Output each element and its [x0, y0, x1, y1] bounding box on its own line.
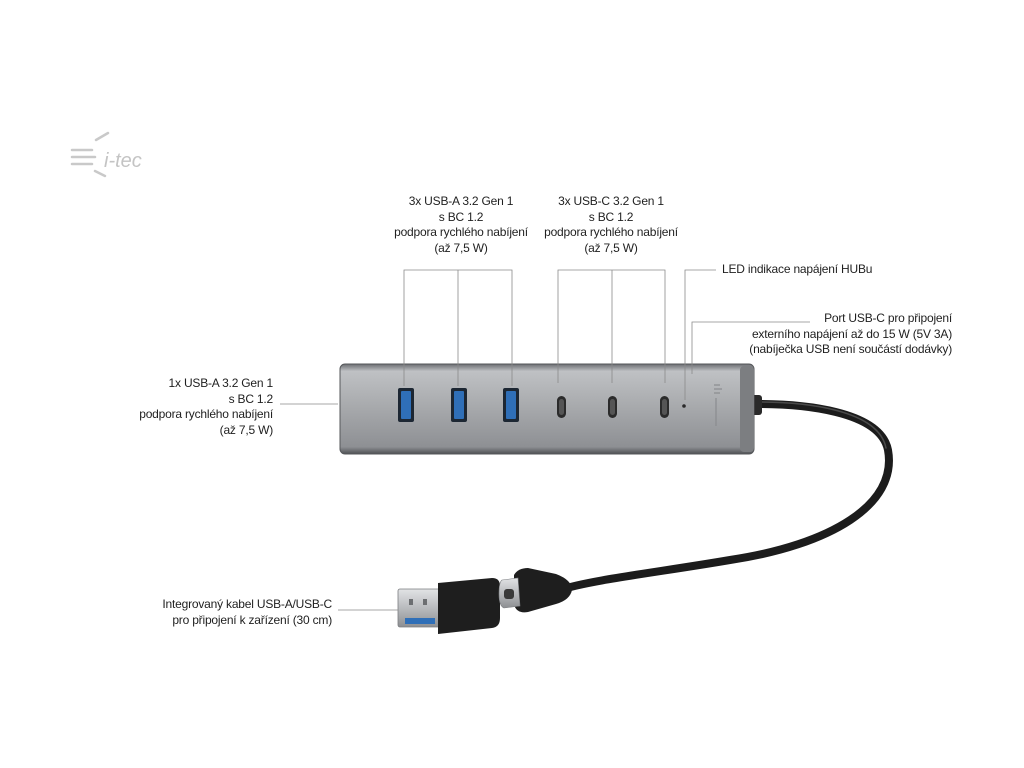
usb-a-usb-c-plug	[397, 568, 572, 634]
i-tec-logo: i-tec	[70, 131, 142, 178]
callout-usb-c-top: 3x USB-C 3.2 Gen 1 s BC 1.2 podpora rych…	[526, 194, 696, 256]
callout-line: s BC 1.2	[228, 391, 274, 406]
callout-line: podpora rychlého nabíjení	[139, 407, 273, 421]
callout-line: (nabíječka USB není součástí dodávky)	[749, 342, 952, 356]
callout-led: LED indikace napájení HUBu	[722, 262, 922, 278]
callout-line: (až 7,5 W)	[219, 422, 274, 437]
hub-logo-emboss	[714, 384, 722, 426]
svg-text:i-tec: i-tec	[104, 150, 142, 172]
integrated-cable	[556, 400, 893, 594]
callout-cable: Integrovaný kabel USB-A/USB-C pro připoj…	[120, 597, 332, 628]
callout-line: 1x USB-A 3.2 Gen 1	[168, 376, 274, 390]
callout-line: (až 7,5 W)	[584, 240, 638, 255]
usb-c-ports	[557, 396, 669, 418]
callout-power-port: Port USB-C pro připojení externího napáj…	[700, 311, 952, 358]
callout-line: podpora rychlého nabíjení	[544, 225, 678, 239]
callout-line: s BC 1.2	[588, 209, 634, 224]
callout-line: Integrovaný kabel USB-A/USB-C	[162, 597, 332, 611]
leader-lines	[280, 269, 810, 611]
callout-line: LED indikace napájení HUBu	[722, 262, 873, 276]
hub-body	[339, 363, 762, 455]
callout-line: externího napájení až do 15 W (5V 3A)	[751, 326, 952, 341]
callout-line: pro připojení k zařízení (30 cm)	[172, 612, 332, 627]
callout-line: 3x USB-A 3.2 Gen 1	[408, 194, 514, 208]
callout-usb-a-side: 1x USB-A 3.2 Gen 1 s BC 1.2 podpora rych…	[110, 376, 273, 438]
led-indicator	[682, 404, 686, 408]
callout-line: 3x USB-C 3.2 Gen 1	[558, 194, 664, 208]
callout-line: (až 7,5 W)	[434, 240, 488, 255]
callout-usb-a-top: 3x USB-A 3.2 Gen 1 s BC 1.2 podpora rych…	[376, 194, 546, 256]
callout-line: s BC 1.2	[438, 209, 484, 224]
usb-a-ports	[398, 388, 519, 422]
callout-line: podpora rychlého nabíjení	[394, 225, 528, 239]
callout-line: Port USB-C pro připojení	[824, 311, 952, 325]
